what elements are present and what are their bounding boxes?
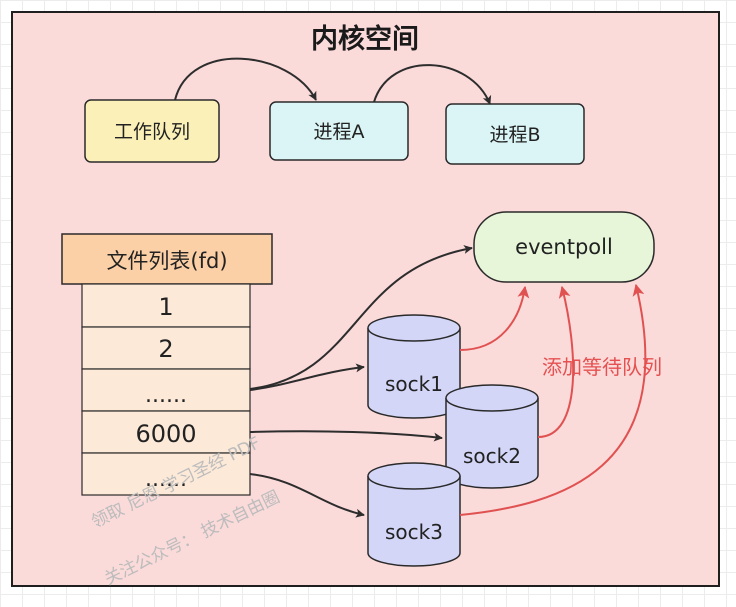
fd-row-label: 6000 [135, 420, 196, 448]
fd-row-label: ...... [145, 383, 187, 408]
fd-row-label: 1 [158, 293, 173, 321]
sock3-cylinder: sock3 [367, 462, 461, 567]
arrow-fd-to-sock2 [249, 430, 443, 442]
fd-row [81, 326, 251, 370]
fd-row-label: 2 [158, 335, 173, 363]
process-a-node: 进程A [269, 101, 409, 161]
arrow-fd-to-sock3 [249, 473, 365, 518]
kernel-space-title: 内核空间 [311, 23, 419, 55]
sock1-label: sock1 [385, 372, 443, 396]
eventpoll-node: eventpoll [473, 211, 655, 283]
work-queue-node: 工作队列 [84, 99, 220, 163]
fd-row [81, 410, 251, 454]
fd-row [81, 283, 251, 328]
arrow-sock1-to-eventpoll [459, 285, 530, 351]
fd-table-header [61, 233, 273, 285]
sock2-cylinder: sock2 [445, 384, 539, 489]
work-queue-label: 工作队列 [114, 121, 190, 143]
arrow-sock3-to-eventpoll [459, 283, 647, 516]
fd-row [81, 452, 251, 496]
arrow-fd-to-eventpoll [249, 245, 473, 390]
arrow-work-queue-to-process-a [174, 57, 317, 101]
fd-table-header-label: 文件列表(fd) [106, 249, 227, 273]
sock3-label: sock3 [385, 520, 443, 544]
arrow-sock2-to-eventpoll [537, 285, 575, 438]
process-a-label: 进程A [314, 121, 365, 143]
sock1-cylinder: sock1 [367, 314, 461, 419]
arrow-fd-to-sock1 [249, 363, 365, 391]
wait-queue-annotation: 添加等待队列 [542, 355, 662, 379]
arrow-process-a-to-process-b [373, 64, 492, 105]
fd-row-label: ...... [145, 467, 187, 492]
fd-table: 文件列表(fd) 1 2 ...... 6000 ...... [61, 233, 273, 496]
process-b-label: 进程B [489, 124, 540, 146]
eventpoll-label: eventpoll [515, 235, 613, 259]
process-b-node: 进程B [445, 103, 585, 165]
sock2-label: sock2 [463, 444, 521, 468]
